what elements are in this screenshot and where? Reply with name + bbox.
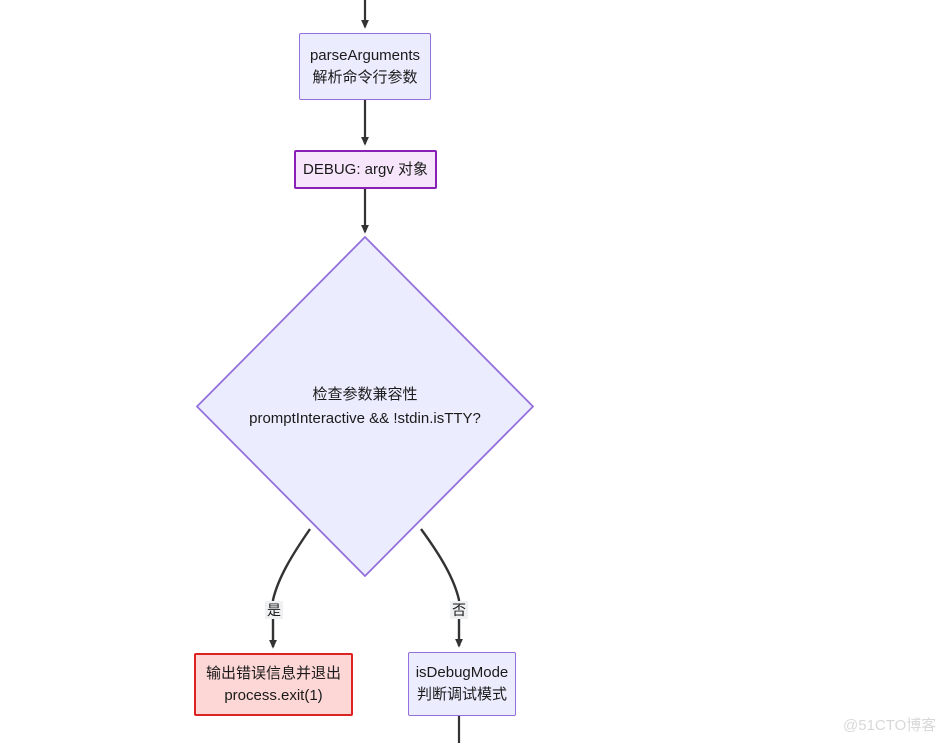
node-debug-argv-line-1: DEBUG: argv 对象 <box>302 160 429 178</box>
edge-label-no: 否 <box>450 601 468 619</box>
watermark: @51CTO博客 <box>843 717 937 734</box>
node-check-arg-compatibility[interactable]: 检查参数兼容性 promptInteractive && !stdin.isTT… <box>196 236 534 577</box>
node-parse-arguments[interactable]: parseArguments 解析命令行参数 <box>299 33 431 100</box>
node-is-debug-mode-line-2: 判断调试模式 <box>416 686 507 703</box>
node-parse-arguments-line-2: 解析命令行参数 <box>312 68 418 86</box>
edge-label-yes: 是 <box>265 601 283 619</box>
node-is-debug-mode[interactable]: isDebugMode 判断调试模式 <box>408 652 516 716</box>
node-error-exit-line-2: process.exit(1) <box>224 686 323 704</box>
node-parse-arguments-line-1: parseArguments <box>309 46 421 64</box>
node-check-line-1: 检查参数兼容性 <box>312 385 418 403</box>
node-check-line-2: promptInteractive && !stdin.isTTY? <box>249 409 481 427</box>
node-error-exit-line-1: 输出错误信息并退出 <box>205 664 341 682</box>
decision-label: 检查参数兼容性 promptInteractive && !stdin.isTT… <box>196 383 534 431</box>
node-is-debug-mode-line-1: isDebugMode <box>415 664 509 682</box>
node-error-exit[interactable]: 输出错误信息并退出 process.exit(1) <box>194 653 353 716</box>
node-debug-argv[interactable]: DEBUG: argv 对象 <box>294 150 437 189</box>
decision-diamond-shape <box>196 236 534 577</box>
